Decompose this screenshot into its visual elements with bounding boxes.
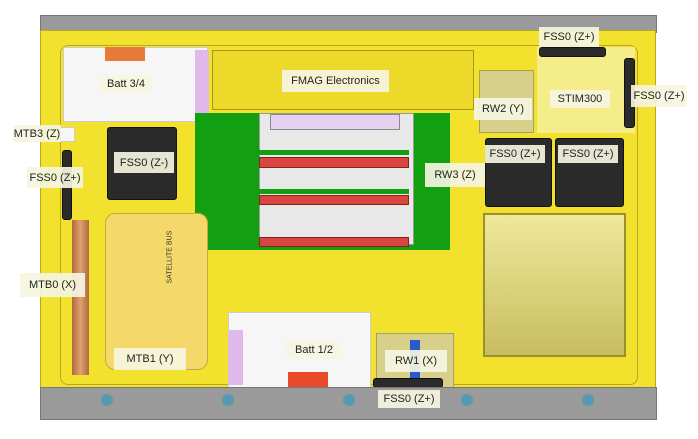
label-fss0-mid2: FSS0 (Z+) bbox=[558, 145, 618, 163]
bolt-icon bbox=[461, 394, 473, 406]
board-layer bbox=[259, 189, 409, 194]
fss0-top-sensor bbox=[539, 47, 606, 57]
board-bar bbox=[259, 237, 409, 247]
label-satellite-bus: SATELLITE BUS bbox=[166, 230, 174, 284]
battery-strip bbox=[195, 50, 209, 120]
label-mtb1: MTB1 (Y) bbox=[114, 348, 186, 370]
label-fss0-right: FSS0 (Z+) bbox=[631, 85, 687, 107]
label-fss0-left: FSS0 (Z+) bbox=[27, 167, 83, 188]
label-fmag: FMAG Electronics bbox=[282, 70, 389, 92]
label-fss0-mid1: FSS0 (Z+) bbox=[485, 145, 545, 163]
label-batt-1-2: Batt 1/2 bbox=[286, 341, 342, 359]
label-mtb3: MTB3 (Z) bbox=[13, 125, 61, 142]
board-connector bbox=[270, 114, 400, 130]
label-fss0-zminus: FSS0 (Z-) bbox=[114, 152, 174, 173]
label-batt-3-4: Batt 3/4 bbox=[100, 75, 152, 93]
battery-connector bbox=[105, 47, 145, 61]
bolt-icon bbox=[101, 394, 113, 406]
mtb3-block bbox=[60, 127, 75, 142]
label-fss0-bottom: FSS0 (Z+) bbox=[378, 390, 440, 408]
board-stack bbox=[259, 113, 414, 245]
label-rw3: RW3 (Z) bbox=[425, 163, 485, 187]
label-mtb0: MTB0 (X) bbox=[20, 273, 85, 297]
bolt-icon bbox=[582, 394, 594, 406]
battery-strip bbox=[229, 330, 243, 385]
label-stim300: STIM300 bbox=[550, 90, 610, 108]
bolt-icon bbox=[222, 394, 234, 406]
label-fss0-top: FSS0 (Z+) bbox=[539, 27, 599, 47]
label-rw2: RW2 (Y) bbox=[474, 98, 532, 120]
lower-right-panel bbox=[483, 213, 626, 357]
board-layer bbox=[259, 150, 409, 155]
mtb0-rod bbox=[72, 220, 89, 375]
board-bar bbox=[259, 195, 409, 205]
board-bar bbox=[259, 157, 409, 168]
battery-connector bbox=[288, 372, 328, 388]
satellite-bus bbox=[105, 213, 208, 370]
label-rw1: RW1 (X) bbox=[385, 350, 447, 372]
bolt-icon bbox=[343, 394, 355, 406]
